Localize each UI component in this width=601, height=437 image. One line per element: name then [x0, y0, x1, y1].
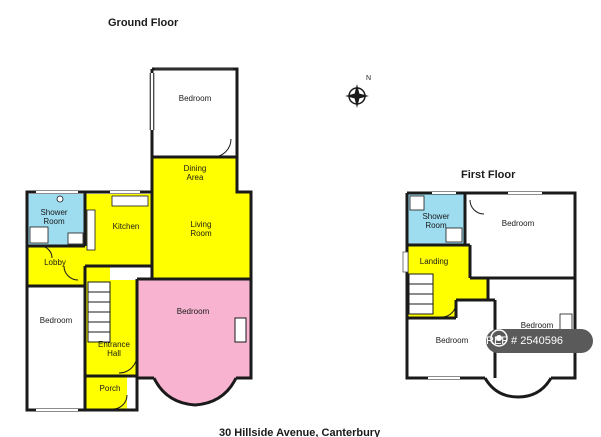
stairs-first: [408, 273, 434, 315]
address-caption: 30 Hillside Avenue, Canterbury: [219, 427, 381, 437]
label-entrance-hall-line2: Hall: [107, 349, 121, 358]
label-dining-area-line1: Dining: [184, 164, 207, 173]
reference-badge: REF # 2540596: [486, 329, 593, 353]
room-porch: [85, 376, 127, 409]
label-first-shower-line2: Room: [425, 221, 447, 230]
svg-text:N: N: [366, 75, 371, 82]
label-bedroom-left: Bedroom: [40, 316, 73, 325]
label-living-room-line2: Room: [190, 229, 212, 238]
room-lobby: [27, 246, 110, 286]
room-bedroom-top: [152, 69, 237, 157]
ground-floor-plan: Bedroom Dining Area Living Room Kitchen …: [25, 67, 253, 412]
room-bedroom-first-left: [407, 318, 495, 378]
label-porch: Porch: [100, 384, 121, 393]
label-first-bedroom-left: Bedroom: [436, 336, 469, 345]
label-shower-room-line2: Room: [43, 217, 65, 226]
label-bedroom-top: Bedroom: [179, 94, 212, 103]
label-bedroom-bay: Bedroom: [177, 307, 210, 316]
stairs-ground: [87, 281, 111, 343]
label-dining-area-line2: Area: [187, 173, 204, 182]
room-bedroom-bay: [137, 279, 250, 404]
room-bedroom-first-top: [465, 193, 575, 278]
label-landing: Landing: [420, 257, 448, 266]
label-first-bedroom-top: Bedroom: [502, 219, 535, 228]
camera-icon: [490, 329, 508, 347]
label-first-shower-line1: Shower: [422, 212, 449, 221]
ground-floor-title: Ground Floor: [108, 17, 179, 29]
label-lobby: Lobby: [44, 258, 66, 267]
room-living-dining: [152, 157, 250, 279]
first-floor-plan: Shower Room Bedroom Landing Bedroom Bedr…: [402, 191, 577, 399]
compass-icon: N: [345, 75, 371, 108]
room-bedroom-left: [27, 286, 85, 409]
label-shower-room-line1: Shower: [40, 208, 67, 217]
label-entrance-hall-line1: Entrance: [98, 340, 131, 349]
first-floor-title: First Floor: [461, 169, 516, 181]
label-kitchen: Kitchen: [113, 222, 140, 231]
label-first-bedroom-right: Bedroom: [521, 321, 554, 330]
label-living-room-line1: Living: [191, 220, 212, 229]
